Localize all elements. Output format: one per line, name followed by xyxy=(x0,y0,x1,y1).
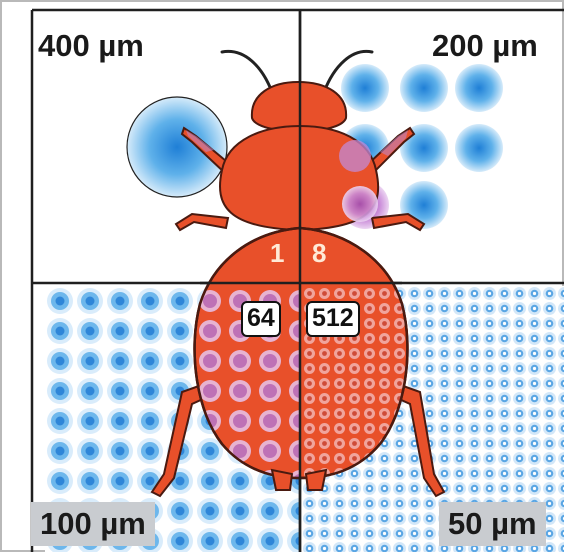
label-100um: 100 µm xyxy=(31,502,155,546)
count-64: 64 xyxy=(241,301,281,337)
count-512: 512 xyxy=(306,301,360,337)
label-400um: 400 µm xyxy=(38,30,144,61)
label-200um: 200 µm xyxy=(432,30,538,61)
count-1: 1 xyxy=(270,240,284,266)
label-50um: 50 µm xyxy=(439,502,546,546)
count-8: 8 xyxy=(312,240,326,266)
pattern-400um xyxy=(127,97,227,197)
